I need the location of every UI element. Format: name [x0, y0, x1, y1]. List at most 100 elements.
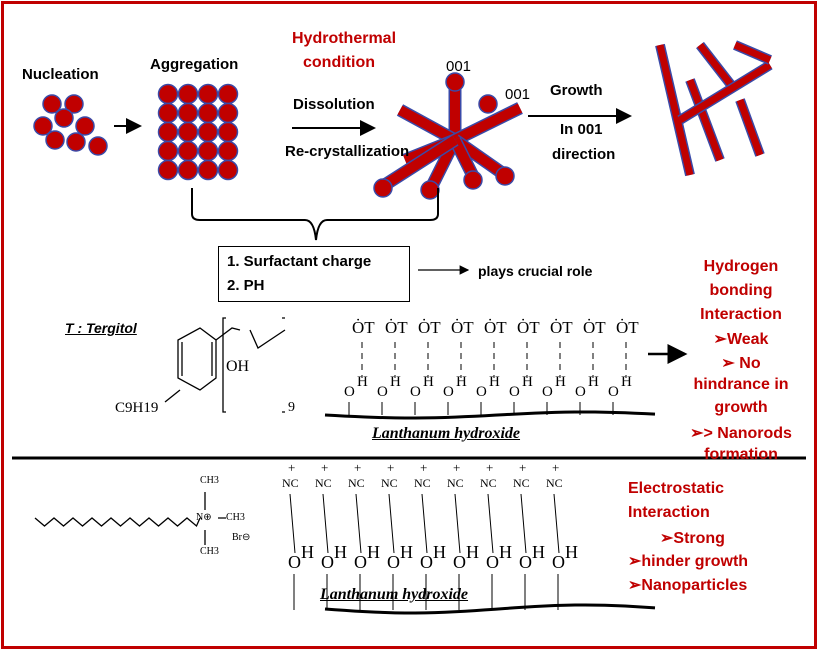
tergitol-surface — [324, 342, 656, 420]
ctab-structure — [34, 492, 226, 545]
particle — [33, 116, 53, 136]
ctab-n: N⊕ — [196, 512, 212, 523]
hydrogen: H — [301, 542, 314, 562]
tergitol-group: ȮT — [517, 318, 540, 337]
tergitol-group: ȮT — [616, 318, 639, 337]
effect-line: Interaction — [628, 504, 710, 521]
charge: + — [321, 460, 329, 475]
facet-label-1: 001 — [446, 58, 472, 75]
surface-label-1: Lanthanum hydroxide — [372, 425, 521, 442]
particle — [177, 102, 199, 124]
label-hydrothermal: Hydrothermal — [292, 30, 397, 47]
particle — [217, 159, 239, 181]
ctab-ch3-right: CH3 — [226, 512, 245, 523]
ionic-link — [322, 493, 329, 554]
hydrogen: H — [456, 374, 467, 390]
effect-line: ➢hinder growth — [628, 553, 749, 570]
particle — [42, 94, 62, 114]
label-in-001: In 001 — [560, 121, 603, 138]
hydrogen: H — [390, 374, 401, 390]
label-growth: Growth — [550, 82, 603, 99]
label-recrystallization: Re-crystallization — [285, 143, 410, 160]
particle — [64, 94, 84, 114]
hydrogen: H — [433, 542, 446, 562]
label-dissolution: Dissolution — [293, 96, 375, 113]
charge: + — [387, 460, 395, 475]
rod — [397, 105, 458, 145]
ctab-group: NC — [348, 476, 365, 490]
effect-line: Electrostatic — [628, 480, 725, 497]
hydrogen: H — [532, 542, 545, 562]
tergitol-group: ȮT — [451, 318, 474, 337]
effect-line: growth — [714, 399, 768, 416]
ionic-link — [355, 493, 362, 554]
ctab-surface — [289, 493, 656, 615]
hydrogen: H — [555, 374, 566, 390]
particle — [445, 72, 465, 92]
rod — [736, 98, 764, 157]
label-nucleation: Nucleation — [22, 66, 99, 83]
particle — [157, 83, 179, 105]
oxygen: O — [453, 552, 466, 572]
effect-line: bonding — [709, 282, 773, 299]
effect-line: Hydrogen — [703, 258, 779, 275]
particle — [157, 121, 179, 143]
particle — [157, 140, 179, 162]
charge: + — [288, 460, 296, 475]
hydrogen: H — [565, 542, 578, 562]
particle — [373, 178, 393, 198]
particle — [54, 108, 74, 128]
tergitol-group: ȮT — [484, 318, 507, 337]
label-tergitol: T : Tergitol — [65, 320, 137, 336]
oxygen: O — [410, 384, 421, 400]
ctab-group: NC — [480, 476, 497, 490]
oxygen: O — [354, 552, 367, 572]
charge: + — [354, 460, 362, 475]
particle — [177, 121, 199, 143]
particle — [217, 121, 239, 143]
tergitol-group: ȮT — [418, 318, 441, 337]
ctab-group: NC — [282, 476, 299, 490]
tergitol-oh: OH — [226, 358, 250, 375]
hydrogen: H — [400, 542, 413, 562]
oxygen: O — [377, 384, 388, 400]
effect-line: ➢Weak — [713, 331, 769, 348]
particle — [217, 83, 239, 105]
oxygen: O — [288, 552, 301, 572]
effect-line: ➢Nanoparticles — [628, 577, 748, 594]
particle — [197, 140, 219, 162]
hydrogen: H — [489, 374, 500, 390]
particle — [217, 140, 239, 162]
ctab-ch3-top: CH3 — [200, 475, 219, 486]
oxygen: O — [476, 384, 487, 400]
charge: + — [453, 460, 461, 475]
hydrogen: H — [367, 542, 380, 562]
hydrogen: H — [466, 542, 479, 562]
oxygen: O — [542, 384, 553, 400]
effect-line: hindrance in — [693, 376, 789, 393]
oxygen: O — [344, 384, 355, 400]
charge: + — [552, 460, 560, 475]
particle — [157, 102, 179, 124]
particle — [177, 159, 199, 181]
particle — [197, 102, 219, 124]
oxygen: O — [321, 552, 334, 572]
rod — [686, 78, 724, 162]
hydrogen: H — [499, 542, 512, 562]
hydrogen: H — [423, 374, 434, 390]
oxygen: O — [575, 384, 586, 400]
factors-box: 1. Surfactant charge 2. PH — [218, 246, 410, 302]
surface-line — [324, 603, 656, 615]
facet-label-2: 001 — [505, 86, 531, 103]
hydrogen: H — [334, 542, 347, 562]
particle — [177, 140, 199, 162]
tergitol-group: ȮT — [583, 318, 606, 337]
ctab-group: NC — [513, 476, 530, 490]
oxygen: O — [552, 552, 565, 572]
particle — [463, 170, 483, 190]
particle — [177, 83, 199, 105]
effect-line: ➢Strong — [660, 530, 725, 547]
